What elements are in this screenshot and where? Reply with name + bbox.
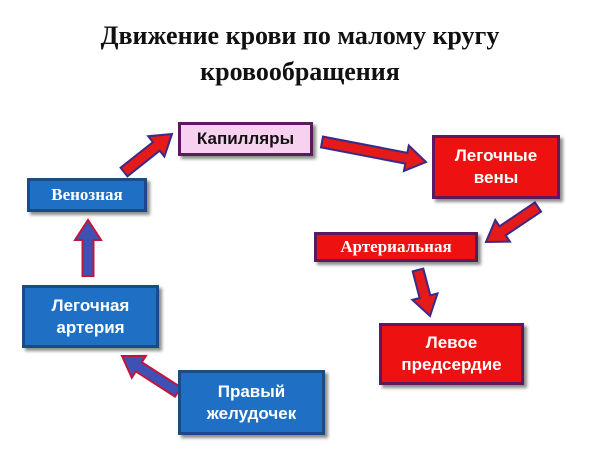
title-line-2: кровообращения xyxy=(200,57,400,86)
pulmonary-artery-line-2: артерия xyxy=(56,317,125,337)
capillaries-label: Капилляры xyxy=(196,129,295,148)
left-atrium-line-2: предсердие xyxy=(401,355,502,374)
pulmonary-veins-line-1: Легочные xyxy=(454,146,538,165)
pulmonary-veins-box: Легочные вены xyxy=(432,135,560,199)
arrow-right-ventricle-to-pulmonary-artery xyxy=(120,354,183,398)
arrow-capillaries-to-pulmonary-veins xyxy=(319,135,428,173)
venous-box: Венозная xyxy=(27,178,147,212)
title-line-1: Движение крови по малому кругу xyxy=(100,21,500,50)
capillaries-box: Капилляры xyxy=(178,122,313,156)
diagram-title: Движение крови по малому кругу кровообра… xyxy=(0,18,600,90)
arrow-arterial-to-left-atrium xyxy=(410,267,440,318)
arrow-pulmonary-artery-to-venous xyxy=(73,218,103,277)
pulmonary-artery-box: Легочная артерия xyxy=(22,285,159,348)
left-atrium-box: Левое предсердие xyxy=(379,323,524,385)
arrow-venous-to-capillaries xyxy=(119,132,174,178)
arterial-box: Артериальная xyxy=(314,232,478,262)
pulmonary-artery-line-1: Легочная xyxy=(51,295,130,315)
arterial-label: Артериальная xyxy=(340,237,452,256)
right-ventricle-box: Правый желудочек xyxy=(178,370,325,435)
venous-label: Венозная xyxy=(51,185,123,204)
pulmonary-veins-line-2: вены xyxy=(473,168,519,187)
right-ventricle-line-2: желудочек xyxy=(206,403,297,423)
right-ventricle-line-1: Правый xyxy=(217,381,286,401)
left-atrium-line-1: Левое xyxy=(425,333,478,352)
arrow-pulmonary-veins-to-arterial xyxy=(484,201,543,244)
